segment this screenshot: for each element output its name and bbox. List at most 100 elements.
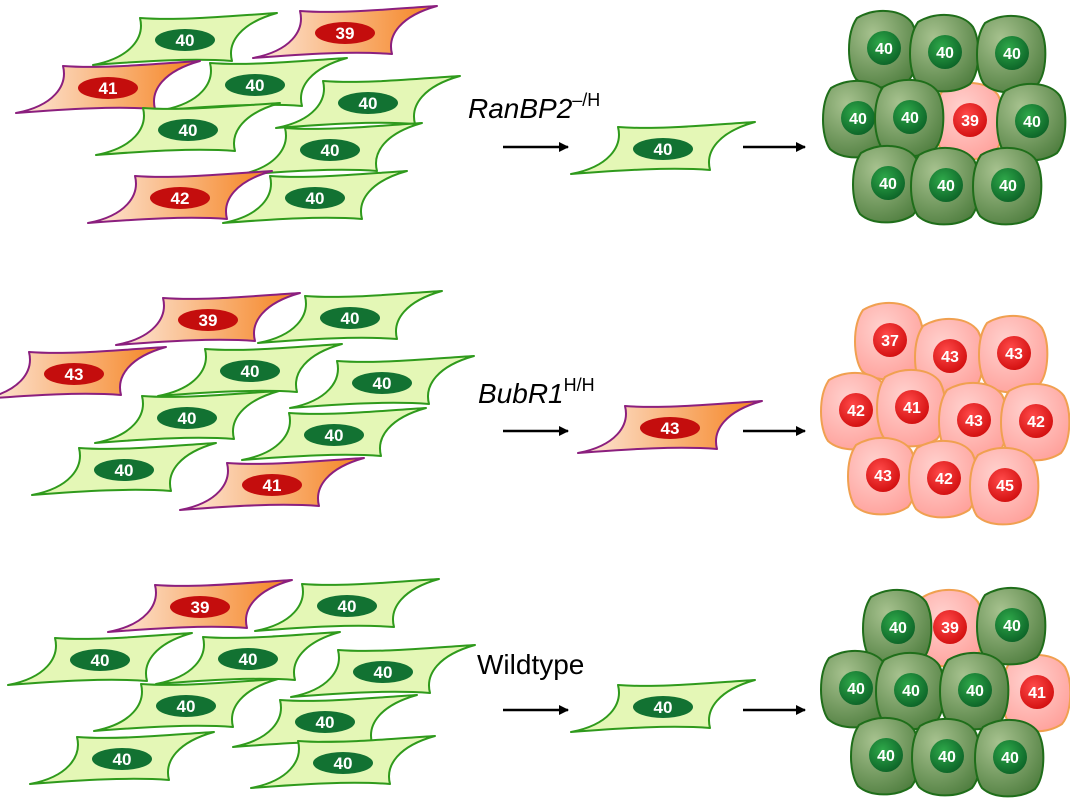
chromosome-count: 40 [966,683,984,700]
selected-cell: 40 [570,121,756,175]
nucleus [633,138,693,160]
chromosome-count: 40 [334,754,353,773]
nucleus [300,139,360,161]
nucleus [44,363,104,385]
aneuploid-fibroblast: 43 [577,400,763,454]
tumor-nucleus [927,461,961,495]
tumor-cell-aneuploid: 41 [876,368,947,448]
chromosome-count: 41 [1028,685,1046,702]
chromosome-count: 40 [654,698,673,717]
chromosome-count: 40 [177,697,196,716]
normal-fibroblast: 40 [162,57,348,111]
nucleus [353,661,413,683]
chromosome-count: 40 [889,620,907,637]
chromosome-count: 40 [239,650,258,669]
tumor-nucleus [1019,404,1053,438]
chromosome-count: 42 [847,403,865,420]
chromosome-count: 43 [1005,346,1023,363]
chromosome-count: 40 [316,713,335,732]
normal-fibroblast: 40 [570,121,756,175]
tumor-cell-aneuploid: 39 [914,588,985,668]
aneuploid-fibroblast: 42 [87,170,273,224]
chromosome-count: 40 [241,362,260,381]
chromosome-count: 42 [1027,414,1045,431]
tumor-cell-aneuploid: 41 [1001,653,1070,733]
chromosome-count: 40 [341,309,360,328]
chromosome-count: 40 [306,189,325,208]
tumor-cell-euploid: 40 [848,9,919,89]
tumor-nucleus [991,168,1025,202]
chromosome-count: 41 [99,79,118,98]
genotype-name: BubR1 [478,378,564,409]
tumor-nucleus [873,323,907,357]
nucleus [170,596,230,618]
tumor-nucleus [893,100,927,134]
chromosome-count: 40 [879,176,897,193]
nucleus [178,309,238,331]
chromosome-count: 40 [321,141,340,160]
tumor-cell-euploid: 40 [976,14,1047,94]
nucleus [304,424,364,446]
tumor-cell-aneuploid: 43 [847,436,918,516]
chromosome-count: 40 [359,94,378,113]
normal-fibroblast: 40 [237,122,423,176]
chromosome-count: 39 [191,598,210,617]
nucleus [320,307,380,329]
nucleus [633,696,693,718]
nucleus [156,695,216,717]
genotype-name: RanBP2 [468,93,573,124]
chromosome-count: 40 [374,663,393,682]
row-label: BubR1H/H [478,375,595,409]
tumor-nucleus [995,36,1029,70]
chromosome-count: 40 [91,651,110,670]
chromosome-count: 40 [849,111,867,128]
chromosome-count: 40 [936,45,954,62]
tumor-cell-euploid: 40 [875,651,946,731]
tumor-cell-euploid: 40 [972,146,1043,226]
row-label: Wildtype [477,649,584,680]
nucleus [640,417,700,439]
normal-fibroblast: 40 [94,390,280,444]
chromosome-count: 40 [1001,750,1019,767]
chromosome-count: 40 [325,426,344,445]
tumor-nucleus [866,458,900,492]
genotype-name: Wildtype [477,649,584,680]
tumor-cell-euploid: 40 [939,651,1010,731]
chromosome-count: 40 [115,461,134,480]
tumor-cell-euploid: 40 [850,716,921,796]
nucleus [92,748,152,770]
chromosome-count: 43 [874,468,892,485]
chromosome-count: 40 [877,748,895,765]
chromosome-count: 40 [999,178,1017,195]
nucleus [78,77,138,99]
tumor-nucleus [988,468,1022,502]
tumor-nucleus [867,31,901,65]
tumor-nucleus [995,608,1029,642]
nucleus [313,752,373,774]
tumor-nucleus [839,393,873,427]
chromosome-count: 43 [941,349,959,366]
normal-fibroblast: 40 [289,355,475,409]
chromosome-count: 40 [113,750,132,769]
tumor-nucleus [957,403,991,437]
aneuploid-fibroblast: 41 [15,60,201,114]
chromosome-count: 43 [965,413,983,430]
chromosome-count: 40 [373,374,392,393]
tumor-nucleus [933,339,967,373]
tumor-cell-euploid: 40 [862,588,933,668]
nucleus [220,360,280,382]
chromosome-count: 40 [901,110,919,127]
tumor-nucleus [839,671,873,705]
chromosome-count: 40 [1003,618,1021,635]
tumor-cell-euploid: 40 [911,717,982,797]
tumor-nucleus [997,336,1031,370]
tumor-cell-euploid: 40 [976,586,1047,666]
normal-fibroblast: 40 [157,343,343,397]
tumor-nucleus [953,103,987,137]
